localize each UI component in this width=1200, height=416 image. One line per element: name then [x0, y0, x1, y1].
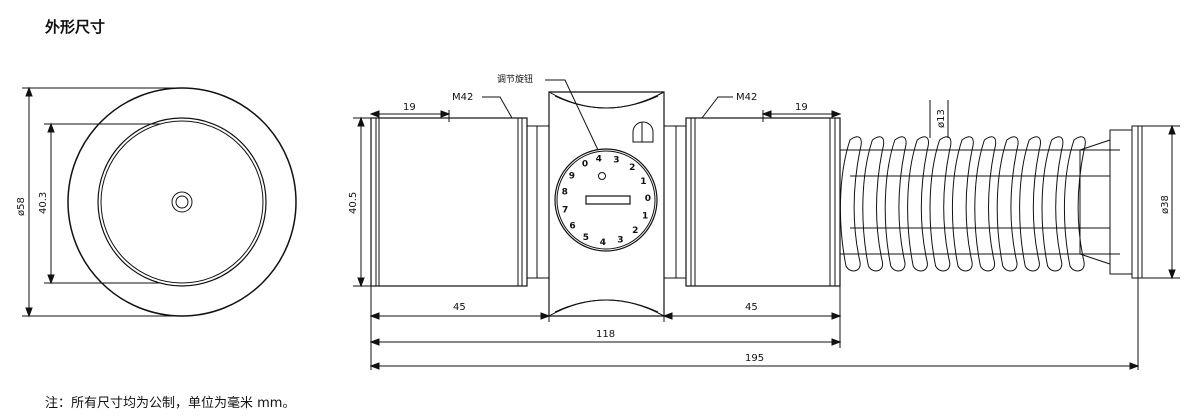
side-view — [370, 91, 1143, 317]
spring-coil — [862, 136, 885, 272]
dial-digit: 4 — [600, 238, 606, 248]
side-height-label: 40.5 — [348, 192, 359, 214]
dial-digit: 1 — [640, 177, 646, 187]
thread-left-label: M42 — [452, 92, 473, 103]
dial-digit: 3 — [617, 236, 623, 246]
dial-digit: 6 — [569, 221, 575, 231]
dial-digit: 5 — [583, 233, 589, 243]
spring-coil — [907, 136, 929, 272]
thread-right-label: M42 — [736, 92, 757, 103]
dial-digit: 2 — [629, 163, 635, 173]
dial-digit: 1 — [642, 211, 648, 221]
spring-coils — [839, 136, 1086, 272]
body-len-left-label: 45 — [453, 302, 466, 313]
spring-coil — [1063, 136, 1086, 272]
adjust-knob-dial — [554, 148, 658, 252]
dial-digit: 0 — [582, 160, 588, 170]
spring-coil — [1041, 136, 1064, 272]
spring-coil — [929, 136, 952, 272]
dial-digit: 4 — [596, 155, 602, 165]
dial-digit: 2 — [632, 226, 638, 236]
dial-digit: 3 — [613, 155, 619, 165]
total-body-label: 118 — [596, 329, 615, 340]
spring-wire-label: ø13 — [936, 109, 947, 128]
spring-coil — [1019, 136, 1041, 272]
spring-coil — [996, 136, 1019, 272]
thread-len-left-label: 19 — [403, 102, 416, 113]
spring-coil — [884, 136, 907, 272]
overall-length-label: 195 — [745, 353, 764, 364]
pad-diameter-label: ø38 — [1160, 195, 1171, 214]
dial-digit: 7 — [562, 205, 568, 215]
body-len-right-label: 45 — [745, 302, 758, 313]
spring-coil — [974, 136, 997, 272]
spring-coil — [951, 136, 974, 272]
end-view — [22, 86, 297, 318]
spring-coil — [839, 136, 862, 272]
thread-len-right-label: 19 — [795, 102, 808, 113]
dial-digit: 0 — [645, 194, 651, 204]
page-title: 外形尺寸 — [45, 18, 106, 36]
dial-digit: 9 — [569, 172, 575, 182]
dial-digit: 8 — [562, 188, 568, 198]
units-note: 注：所有尺寸均为公制，单位为毫米 mm。 — [45, 396, 296, 411]
knob-label: 调节旋钮 — [497, 73, 533, 85]
end-outer-diameter-label: ø58 — [16, 197, 27, 216]
end-inner-dim-label: 40.3 — [38, 192, 49, 214]
